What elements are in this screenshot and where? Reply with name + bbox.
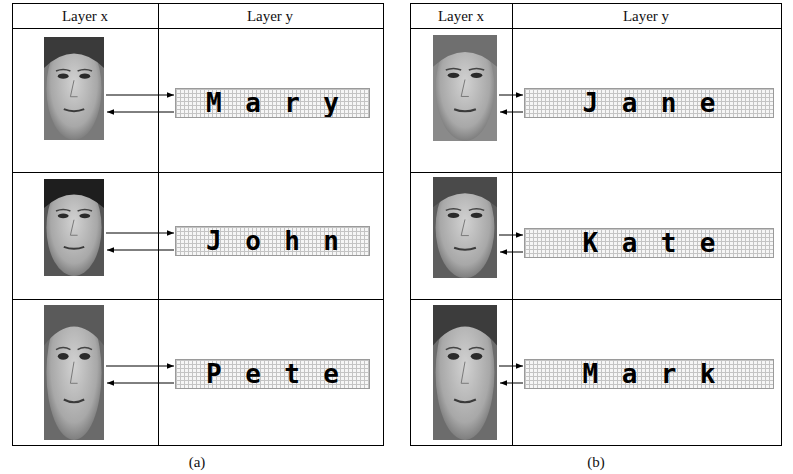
name-grid: Pete bbox=[175, 359, 370, 389]
column-header: Layer x bbox=[438, 8, 484, 25]
name-text: Kate bbox=[559, 229, 739, 257]
face-images bbox=[44, 35, 497, 440]
face-photo bbox=[44, 305, 104, 440]
name-grid: John bbox=[175, 226, 370, 256]
column-header: Layer y bbox=[247, 8, 293, 25]
panel-label: (a) bbox=[189, 454, 206, 471]
face-photo bbox=[44, 179, 104, 276]
face-photo bbox=[433, 305, 497, 440]
name-text: Pete bbox=[183, 360, 363, 388]
name-text: Jane bbox=[559, 89, 739, 117]
name-text: Mary bbox=[183, 89, 363, 117]
name-text: John bbox=[183, 227, 363, 255]
name-text: Mark bbox=[559, 360, 739, 388]
name-grid: Mark bbox=[524, 359, 774, 389]
panel-label: (b) bbox=[587, 454, 605, 471]
name-grid: Mary bbox=[175, 88, 370, 118]
column-header: Layer x bbox=[62, 8, 108, 25]
association-arrows bbox=[106, 95, 523, 383]
face-photo bbox=[433, 177, 497, 278]
name-grid: Jane bbox=[524, 88, 774, 118]
table-grid bbox=[13, 4, 782, 446]
column-header: Layer y bbox=[623, 8, 669, 25]
face-photo bbox=[433, 35, 497, 141]
face-photo bbox=[44, 37, 104, 140]
name-grid: Kate bbox=[524, 228, 774, 258]
